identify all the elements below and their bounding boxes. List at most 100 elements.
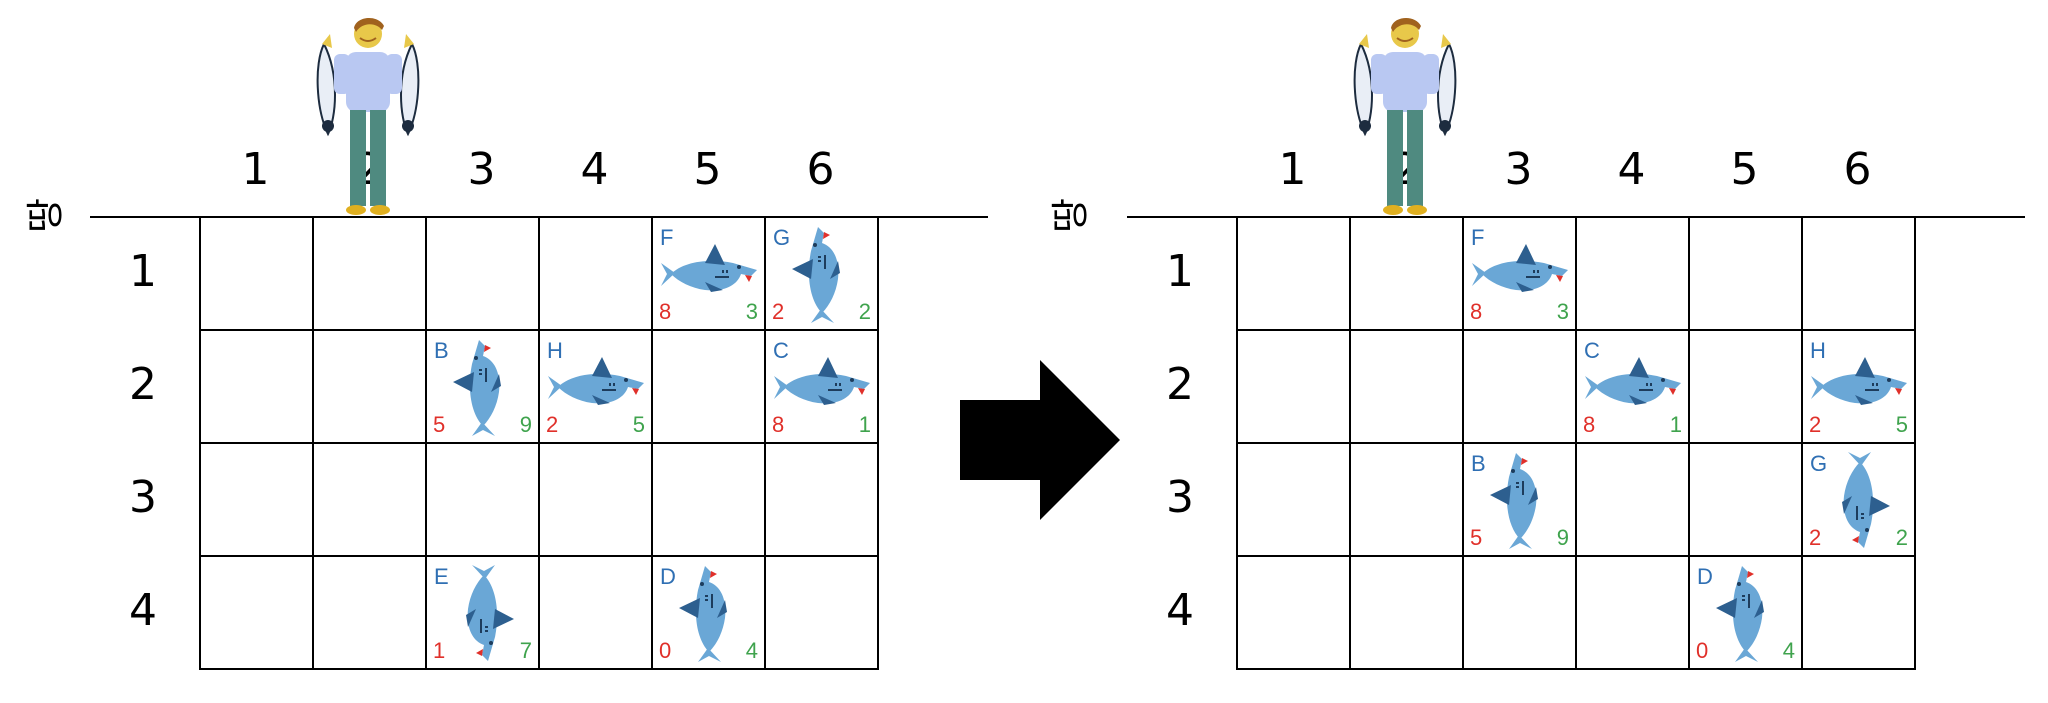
grid-cell xyxy=(1238,331,1351,444)
column-number: 5 xyxy=(1730,144,1759,195)
row-number: 2 xyxy=(129,359,157,410)
shark-size: 9 xyxy=(1556,525,1569,550)
shark-cell: D 0 4 xyxy=(1690,557,1803,670)
shark-size: 4 xyxy=(1782,638,1795,663)
grid-cell xyxy=(1803,218,1916,331)
shark-icon xyxy=(1472,244,1568,292)
grid-cell xyxy=(1238,557,1351,670)
grid-cell xyxy=(314,331,427,444)
grid-cell xyxy=(1690,444,1803,557)
grid-cell xyxy=(1803,557,1916,670)
shark-cell: D 0 4 xyxy=(653,557,766,670)
shark-id: C xyxy=(1584,338,1600,363)
shark-cell: F 8 3 xyxy=(1464,218,1577,331)
grid-cell xyxy=(540,557,653,670)
shark-speed: 5 xyxy=(433,412,446,437)
column-number: 1 xyxy=(1278,144,1307,195)
grid-cell xyxy=(427,218,540,331)
row-number: 2 xyxy=(1166,359,1194,410)
grid-cell xyxy=(1464,331,1577,444)
shark-id: G xyxy=(1810,451,1828,476)
grid-cell xyxy=(314,557,427,670)
shark-speed: 1 xyxy=(433,638,446,663)
right-arrow-icon xyxy=(960,360,1120,520)
grid-cell xyxy=(1238,444,1351,557)
row-number: 3 xyxy=(129,472,157,523)
shark-icon xyxy=(466,565,514,661)
grid-cell xyxy=(540,218,653,331)
shark-icon xyxy=(792,227,840,323)
shark-icon xyxy=(1585,357,1681,405)
shark-id: F xyxy=(1471,225,1485,250)
grid-cell xyxy=(1351,444,1464,557)
column-number: 6 xyxy=(1843,144,1872,195)
shark-size: 7 xyxy=(519,638,532,663)
shark-icon xyxy=(548,357,644,405)
shark-id: E xyxy=(434,564,449,589)
shark-cell: H 2 5 xyxy=(1803,331,1916,444)
shark-id: B xyxy=(434,338,449,363)
shark-cell: B 5 9 xyxy=(427,331,540,444)
grid-cell xyxy=(1464,557,1577,670)
shark-speed: 0 xyxy=(659,638,672,663)
row-number: 4 xyxy=(129,585,157,636)
row-number: 4 xyxy=(1166,585,1194,636)
shark-speed: 2 xyxy=(1809,412,1822,437)
shark-id: F xyxy=(660,225,674,250)
shark-size: 4 xyxy=(745,638,758,663)
shark-id: D xyxy=(1697,564,1713,589)
ground-label: 땅 xyxy=(23,198,68,233)
column-number: 4 xyxy=(1617,144,1646,195)
shark-id: B xyxy=(1471,451,1486,476)
shark-speed: 8 xyxy=(772,412,785,437)
grid-cell xyxy=(1351,331,1464,444)
shark-size: 5 xyxy=(1895,412,1908,437)
shark-icon xyxy=(1490,453,1538,549)
grid-cell xyxy=(766,557,879,670)
grid-cell xyxy=(1690,331,1803,444)
column-number: 4 xyxy=(580,144,609,195)
column-number: 1 xyxy=(241,144,270,195)
grid-cell xyxy=(1577,444,1690,557)
grid-cell xyxy=(201,557,314,670)
shark-icon xyxy=(774,357,870,405)
row-number: 1 xyxy=(1166,246,1194,297)
fisherman-icon xyxy=(1353,17,1457,215)
grid-cell xyxy=(201,218,314,331)
shark-size: 3 xyxy=(1556,299,1569,324)
shark-size: 9 xyxy=(519,412,532,437)
shark-id: H xyxy=(1810,338,1826,363)
shark-speed: 8 xyxy=(1583,412,1596,437)
grid-cell xyxy=(427,444,540,557)
shark-speed: 0 xyxy=(1696,638,1709,663)
shark-speed: 2 xyxy=(1809,525,1822,550)
shark-size: 5 xyxy=(632,412,645,437)
shark-size: 2 xyxy=(858,299,871,324)
grid-cell xyxy=(1577,218,1690,331)
row-number: 3 xyxy=(1166,472,1194,523)
shark-id: D xyxy=(660,564,676,589)
shark-id: C xyxy=(773,338,789,363)
grid-cell xyxy=(540,444,653,557)
shark-speed: 8 xyxy=(659,299,672,324)
shark-size: 1 xyxy=(1669,412,1682,437)
shark-icon xyxy=(661,244,757,292)
shark-cell: E 1 7 xyxy=(427,557,540,670)
grid-cell xyxy=(314,444,427,557)
column-number: 6 xyxy=(806,144,835,195)
shark-speed: 2 xyxy=(546,412,559,437)
shark-icon xyxy=(1811,357,1907,405)
fisherman-icon xyxy=(316,17,420,215)
shark-icon xyxy=(1842,452,1890,548)
grid-cell xyxy=(1351,218,1464,331)
shark-speed: 8 xyxy=(1470,299,1483,324)
shark-size: 1 xyxy=(858,412,871,437)
sea-grid: F 8 3 C 8 1 H 2 5 xyxy=(1236,216,1916,670)
